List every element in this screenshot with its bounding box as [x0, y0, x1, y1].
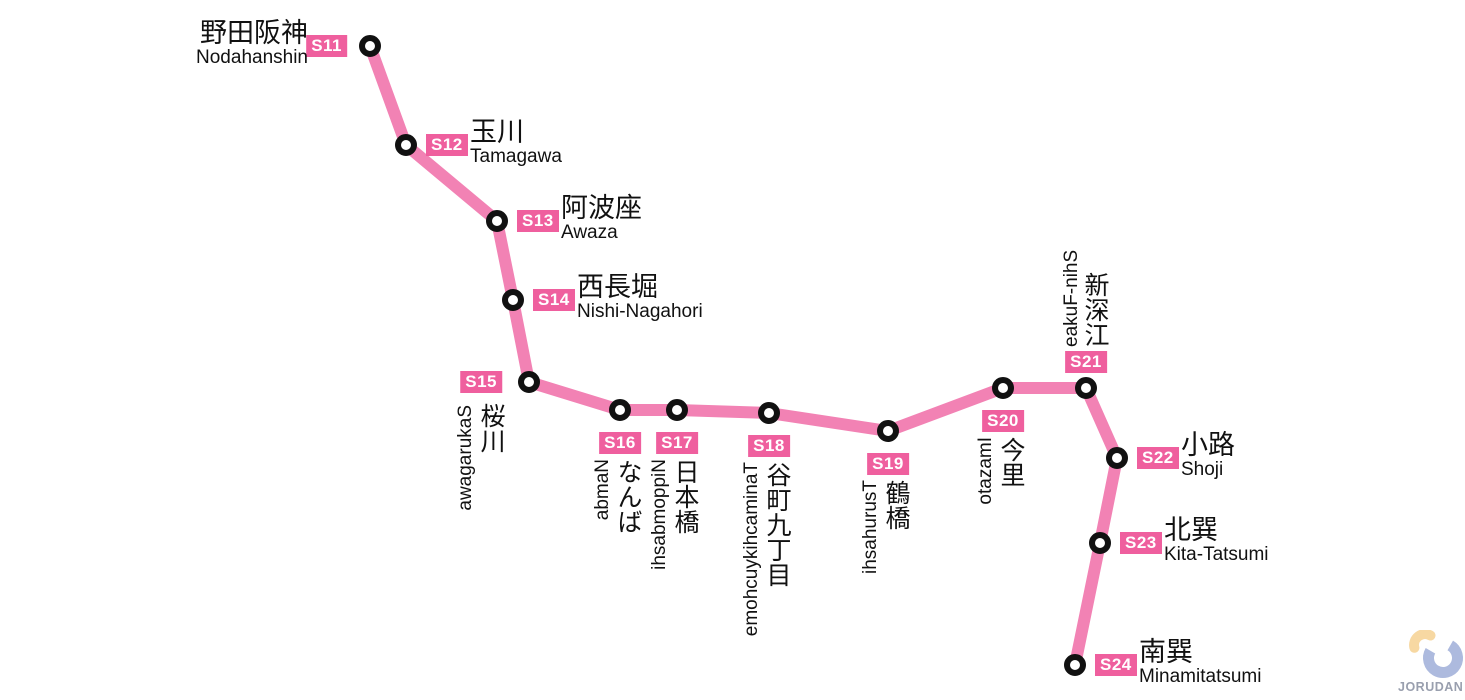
station-name-ja-s13: 阿波座	[561, 193, 642, 223]
station-name-ja-s18: 谷町九丁目	[763, 462, 791, 587]
station-marker-s12[interactable]	[395, 134, 417, 156]
station-badge-s14[interactable]: S14	[533, 289, 575, 311]
station-badge-s23[interactable]: S23	[1120, 532, 1162, 554]
station-badge-s22[interactable]: S22	[1137, 447, 1179, 469]
station-name-ja-s19: 鶴橋	[882, 480, 910, 530]
station-marker-s11[interactable]	[359, 35, 381, 57]
station-badge-s11[interactable]: S11	[306, 35, 347, 57]
jorudan-logo-ring	[1423, 640, 1463, 678]
station-name-ja-s21: 新深江	[1081, 272, 1109, 347]
metro-line-path	[364, 40, 1123, 671]
station-name-en-s21: eakuF-nihS	[1061, 249, 1082, 347]
station-badge-s18[interactable]: S18	[748, 435, 790, 457]
jorudan-logo-text: JORUDAN	[1398, 680, 1464, 694]
station-badge-s16[interactable]: S16	[599, 432, 641, 454]
station-marker-s21[interactable]	[1075, 377, 1097, 399]
station-name-en-s15: awagarukaS	[455, 405, 476, 511]
station-name-en-s17: ihsabmoppiN	[649, 459, 670, 570]
station-marker-s14[interactable]	[502, 289, 524, 311]
station-badge-s15[interactable]: S15	[460, 371, 502, 393]
station-badge-s17[interactable]: S17	[656, 432, 698, 454]
station-marker-s16[interactable]	[609, 399, 631, 421]
station-badge-s24[interactable]: S24	[1095, 654, 1137, 676]
station-marker-s22[interactable]	[1106, 447, 1128, 469]
station-name-en-s22: Shoji	[1181, 459, 1224, 480]
station-name-en-s13: Awaza	[561, 222, 618, 243]
station-marker-s24[interactable]	[1064, 654, 1086, 676]
station-badge-s13[interactable]: S13	[517, 210, 559, 232]
station-name-en-s23: Kita-Tatsumi	[1164, 544, 1269, 565]
station-name-ja-s20: 今里	[997, 437, 1025, 487]
station-name-ja-s23: 北巽	[1164, 515, 1218, 545]
station-marker-s20[interactable]	[992, 377, 1014, 399]
station-badge-s19[interactable]: S19	[867, 453, 909, 475]
station-name-ja-s17: 日本橋	[671, 459, 699, 534]
station-name-ja-s12: 玉川	[470, 117, 524, 147]
station-name-en-s24: Minamitatsumi	[1139, 666, 1262, 687]
jorudan-logo[interactable]: JORUDAN	[1398, 629, 1465, 700]
station-name-en-s14: Nishi-Nagahori	[577, 301, 703, 322]
station-marker-s17[interactable]	[666, 399, 688, 421]
station-name-en-s19: ihsahurusT	[860, 480, 881, 574]
station-marker-s23[interactable]	[1089, 532, 1111, 554]
station-name-en-s20: otazamI	[975, 437, 996, 505]
station-name-en-s11: Nodahanshin	[196, 47, 308, 68]
station-name-ja-s16: なんば	[614, 459, 642, 534]
jorudan-logo-icon	[1409, 629, 1463, 678]
station-name-ja-s14: 西長堀	[577, 272, 658, 302]
station-badge-s20[interactable]: S20	[982, 410, 1024, 432]
station-name-ja-s22: 小路	[1181, 430, 1235, 460]
station-name-en-s12: Tamagawa	[470, 146, 562, 167]
station-name-en-s18: emohcuykihcaminaT	[741, 462, 762, 637]
station-marker-s15[interactable]	[518, 371, 540, 393]
station-marker-s19[interactable]	[877, 420, 899, 442]
station-badge-s12[interactable]: S12	[426, 134, 468, 156]
jorudan-logo-crescent	[1409, 629, 1436, 653]
station-name-ja-s24: 南巽	[1139, 637, 1193, 667]
station-name-ja-s11: 野田阪神	[200, 18, 308, 48]
station-marker-s18[interactable]	[758, 402, 780, 424]
station-name-ja-s15: 桜川	[477, 403, 505, 453]
station-name-en-s16: abmaN	[592, 459, 613, 521]
station-marker-s13[interactable]	[486, 210, 508, 232]
station-badge-s21[interactable]: S21	[1065, 351, 1107, 373]
